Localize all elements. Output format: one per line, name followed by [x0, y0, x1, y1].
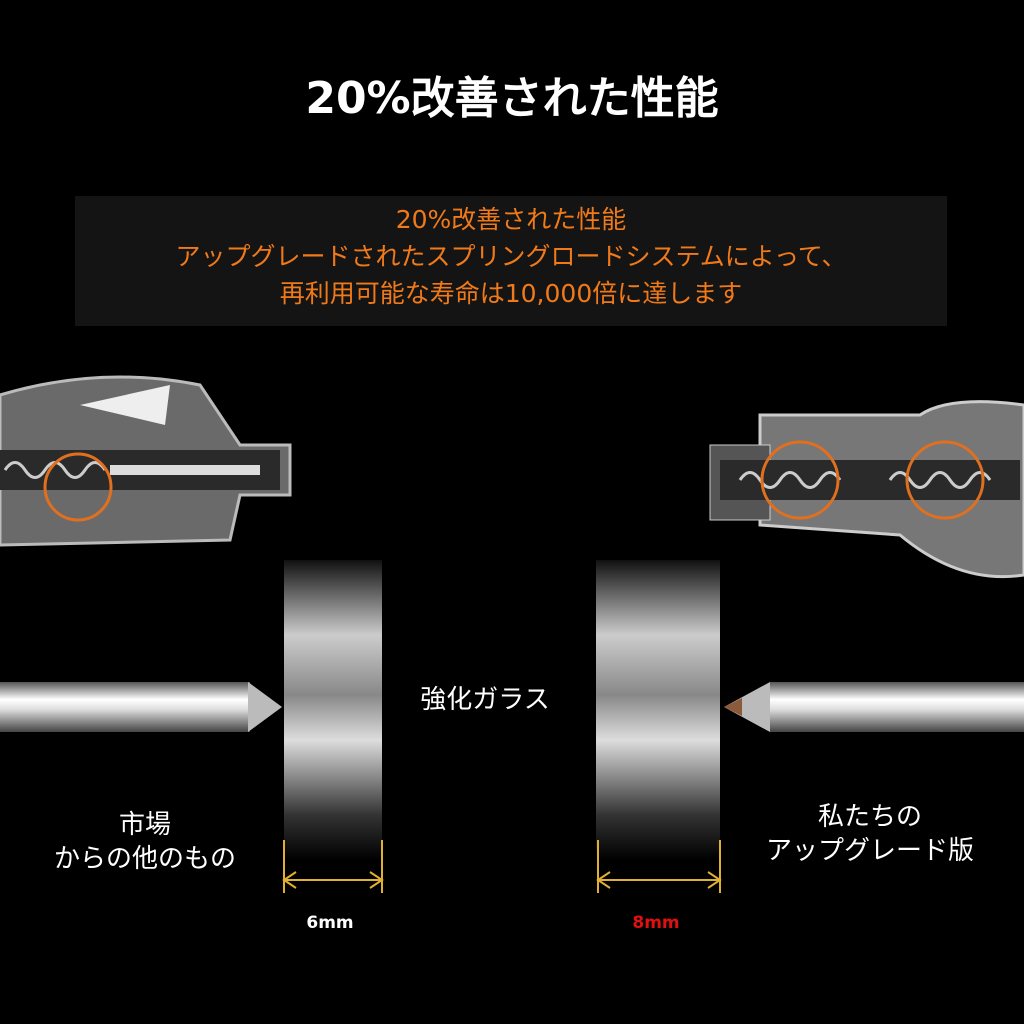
- upgraded-tip-point: [724, 682, 770, 732]
- spring-highlight-circle-1: [760, 440, 840, 520]
- dimension-6mm: 6mm: [306, 913, 354, 933]
- glass-panel-8mm: [596, 560, 720, 860]
- competitor-tip-rod: [0, 682, 250, 732]
- upgraded-label-line-1: 私たちの: [817, 802, 922, 832]
- info-line-3: 再利用可能な寿命は10,000倍に達します: [279, 279, 743, 308]
- competitor-label-line-1: 市場: [118, 810, 171, 840]
- info-line-2: アップグレードされたスプリングロードシステムによって、: [175, 242, 847, 271]
- spring-highlight-circle-2: [905, 440, 985, 520]
- upgraded-device-cutaway: [709, 400, 1024, 579]
- competitor-tip-point: [248, 682, 282, 732]
- page-title: 20%改善された性能: [305, 73, 719, 124]
- spring-highlight-circle: [43, 452, 113, 522]
- competitor-device-cutaway: [0, 375, 292, 547]
- upgraded-label: 私たちの アップグレード版: [720, 800, 1020, 868]
- info-box: 20%改善された性能 アップグレードされたスプリングロードシステムによって、 再…: [75, 196, 947, 326]
- tempered-glass-label: 強化ガラス: [420, 685, 550, 715]
- dimension-8mm: 8mm: [632, 913, 680, 933]
- upgraded-label-line-2: アップグレード版: [765, 836, 974, 866]
- glass-panel-6mm: [284, 560, 382, 860]
- upgraded-tip-rod: [770, 682, 1024, 732]
- dimension-arrow-8mm: [596, 840, 722, 893]
- info-line-1: 20%改善された性能: [395, 205, 627, 234]
- competitor-label: 市場 からの他のもの: [0, 808, 290, 876]
- competitor-label-line-2: からの他のもの: [53, 844, 236, 874]
- dimension-arrow-6mm: [282, 840, 384, 893]
